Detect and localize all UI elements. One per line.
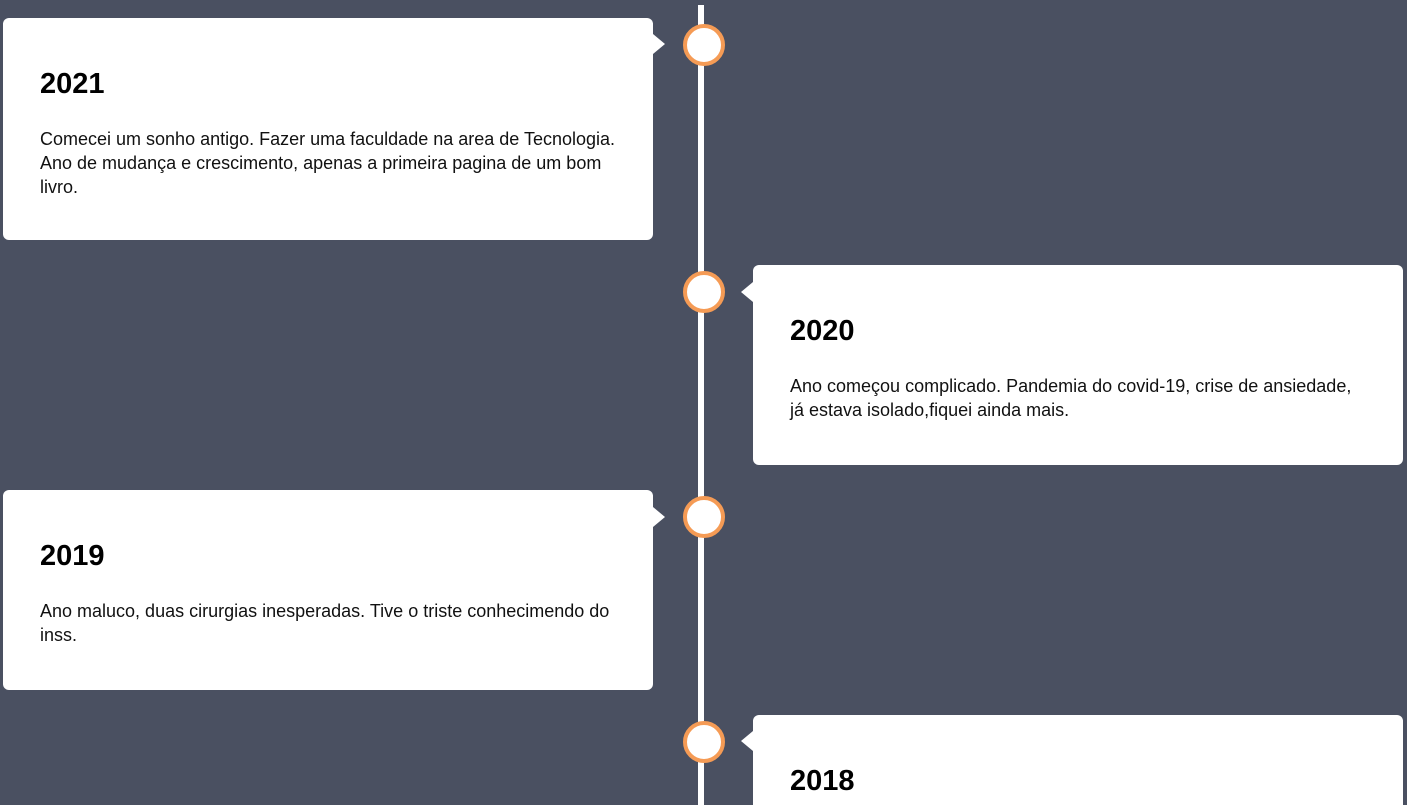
card-pointer: [653, 34, 665, 54]
card-pointer: [741, 731, 753, 751]
timeline-dot: [683, 496, 725, 538]
card-pointer: [741, 282, 753, 302]
timeline-card: 2020 Ano começou complicado. Pandemia do…: [753, 265, 1403, 465]
timeline-card: 2021 Comecei um sonho antigo. Fazer uma …: [3, 18, 653, 240]
timeline-line: [698, 5, 704, 805]
timeline-card: 2019 Ano maluco, duas cirurgias inespera…: [3, 490, 653, 690]
entry-year: 2021: [40, 68, 105, 100]
card-pointer: [653, 507, 665, 527]
entry-description: Comecei um sonho antigo. Fazer uma facul…: [40, 129, 616, 197]
timeline-card: 2018: [753, 715, 1403, 805]
entry-year: 2018: [790, 765, 855, 797]
entry-description: Ano começou complicado. Pandemia do covi…: [790, 376, 1352, 420]
timeline-dot: [683, 721, 725, 763]
timeline-dot: [683, 271, 725, 313]
entry-year: 2019: [40, 540, 105, 572]
entry-year: 2020: [790, 315, 855, 347]
timeline-dot: [683, 24, 725, 66]
entry-description: Ano maluco, duas cirurgias inesperadas. …: [40, 601, 610, 645]
